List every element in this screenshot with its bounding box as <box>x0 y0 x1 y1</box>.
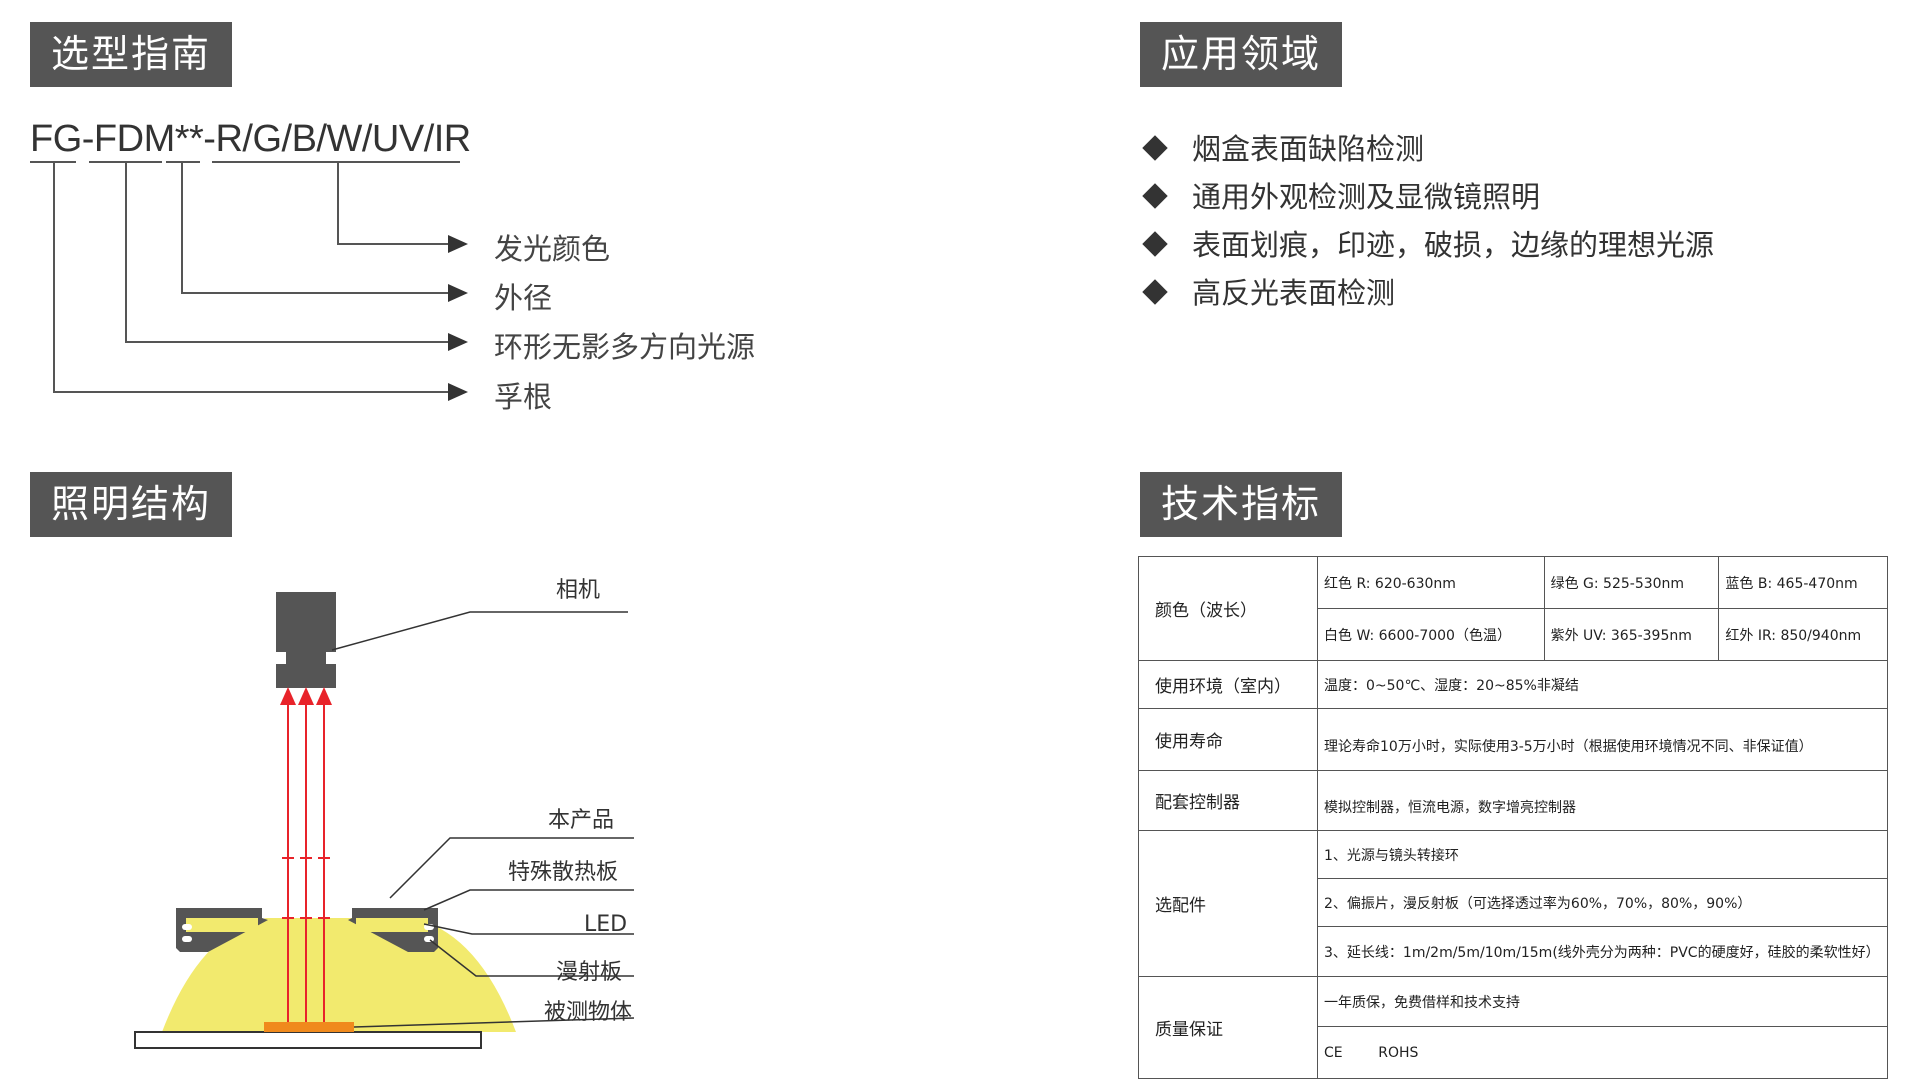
spec-value: 3、延长线：1m/2m/5m/10m/15m(线外壳分为两种：PVC的硬度好，硅… <box>1317 926 1888 977</box>
table-row: 使用环境（室内） 温度：0~50℃、湿度：20~85%非凝结 <box>1138 660 1888 709</box>
label-heatsink: 特殊散热板 <box>508 860 619 885</box>
arrowhead <box>448 383 468 401</box>
spec-value: CE ROHS <box>1317 1026 1888 1079</box>
table-row: 质量保证 一年质保，免费借样和技术支持 <box>1138 976 1888 1079</box>
spec-value: 白色 W: 6600-7000（色温） <box>1317 608 1545 661</box>
table-row: 白色 W: 6600-7000（色温） 紫外 UV: 365-395nm 红外 … <box>1139 608 1888 661</box>
diamond-bullet-icon <box>1142 135 1168 161</box>
table-row: 颜色（波长） 红色 R: 620-630nm 绿色 G: 525-530nm 蓝… <box>1138 556 1888 661</box>
diamond-bullet-icon <box>1142 279 1168 305</box>
application-item: 高反光表面检测 <box>1140 270 1395 312</box>
label-emission-color: 发光颜色 <box>494 232 611 266</box>
leader-brand <box>53 162 452 393</box>
application-item: 表面划痕，印迹，破损，边缘的理想光源 <box>1140 222 1714 264</box>
application-item: 烟盒表面缺陷检测 <box>1140 126 1424 168</box>
spec-value: 2、偏振片，漫反射板（可选择透过率为60%，70%，80%，90%） <box>1317 878 1888 927</box>
spec-value: 红外 IR: 850/940nm <box>1718 608 1888 661</box>
spec-key: 使用环境（室内） <box>1138 660 1318 709</box>
spec-value: 1、光源与镜头转接环 <box>1317 830 1888 879</box>
model-code-diagram <box>30 161 468 401</box>
spec-value: 蓝色 B: 465-470nm <box>1718 556 1888 609</box>
spec-value: 温度：0~50℃、湿度：20~85%非凝结 <box>1317 660 1888 709</box>
spec-value: 模拟控制器，恒流电源，数字增亮控制器 <box>1317 770 1888 831</box>
leader-diameter <box>181 162 452 294</box>
spec-value: 理论寿命10万小时，实际使用3-5万小时（根据使用环境情况不同、非保证值） <box>1317 708 1888 771</box>
label-diffuser: 漫射板 <box>556 960 623 985</box>
spec-key: 使用寿命 <box>1138 708 1318 771</box>
spec-value: 红色 R: 620-630nm <box>1317 556 1545 609</box>
base-plate <box>134 1031 482 1049</box>
leader-diffuser <box>429 939 634 977</box>
label-led: LED <box>584 912 628 937</box>
leader-led <box>423 923 634 935</box>
leader-object <box>353 1017 635 1028</box>
arrowhead <box>448 333 468 351</box>
arrowhead <box>448 284 468 302</box>
diamond-bullet-icon <box>1142 183 1168 209</box>
spec-key: 颜色（波长） <box>1138 556 1318 661</box>
selection-guide-header: 选型指南 <box>30 22 232 87</box>
tech-specs-header: 技术指标 <box>1140 472 1342 537</box>
lighting-structure-header: 照明结构 <box>30 472 232 537</box>
label-light-type: 环形无影多方向光源 <box>494 330 756 364</box>
label-product: 本产品 <box>548 808 615 833</box>
table-row: 3、延长线：1m/2m/5m/10m/15m(线外壳分为两种：PVC的硬度好，硅… <box>1139 926 1888 977</box>
arrowhead <box>448 235 468 253</box>
model-code: FG-FDM**-R/G/B/W/UV/IR <box>30 118 471 160</box>
table-row: 选配件 1、光源与镜头转接环 <box>1138 830 1888 977</box>
test-object <box>264 1022 354 1032</box>
table-row: 2、偏振片，漫反射板（可选择透过率为60%，70%，80%，90%） <box>1139 878 1888 927</box>
table-row: 使用寿命 理论寿命10万小时，实际使用3-5万小时（根据使用环境情况不同、非保证… <box>1138 708 1888 771</box>
leader-camera <box>331 611 628 651</box>
leader-product <box>389 837 634 899</box>
leader-heatsink <box>423 889 634 911</box>
spec-table: 颜色（波长） 红色 R: 620-630nm 绿色 G: 525-530nm 蓝… <box>1138 556 1888 1079</box>
leader-type <box>125 162 452 343</box>
spec-value: 紫外 UV: 365-395nm <box>1543 608 1720 661</box>
applications-header: 应用领域 <box>1140 22 1342 87</box>
leader-color <box>337 162 452 245</box>
spec-value: 绿色 G: 525-530nm <box>1543 556 1720 609</box>
spec-key: 配套控制器 <box>1138 770 1318 831</box>
diamond-bullet-icon <box>1142 231 1168 257</box>
label-camera: 相机 <box>556 578 601 603</box>
label-test-object: 被测物体 <box>544 1000 633 1025</box>
table-row: 配套控制器 模拟控制器，恒流电源，数字增亮控制器 <box>1138 770 1888 831</box>
spec-key: 质量保证 <box>1138 976 1318 1079</box>
lighting-structure-diagram <box>134 592 635 1049</box>
camera-icon <box>276 592 336 688</box>
label-outer-diameter: 外径 <box>494 281 553 315</box>
spec-value: 一年质保，免费借样和技术支持 <box>1317 976 1888 1027</box>
application-item: 通用外观检测及显微镜照明 <box>1140 174 1540 216</box>
spec-key: 选配件 <box>1138 830 1318 977</box>
label-brand: 孚根 <box>494 380 553 414</box>
table-row: CE ROHS <box>1139 1026 1888 1079</box>
